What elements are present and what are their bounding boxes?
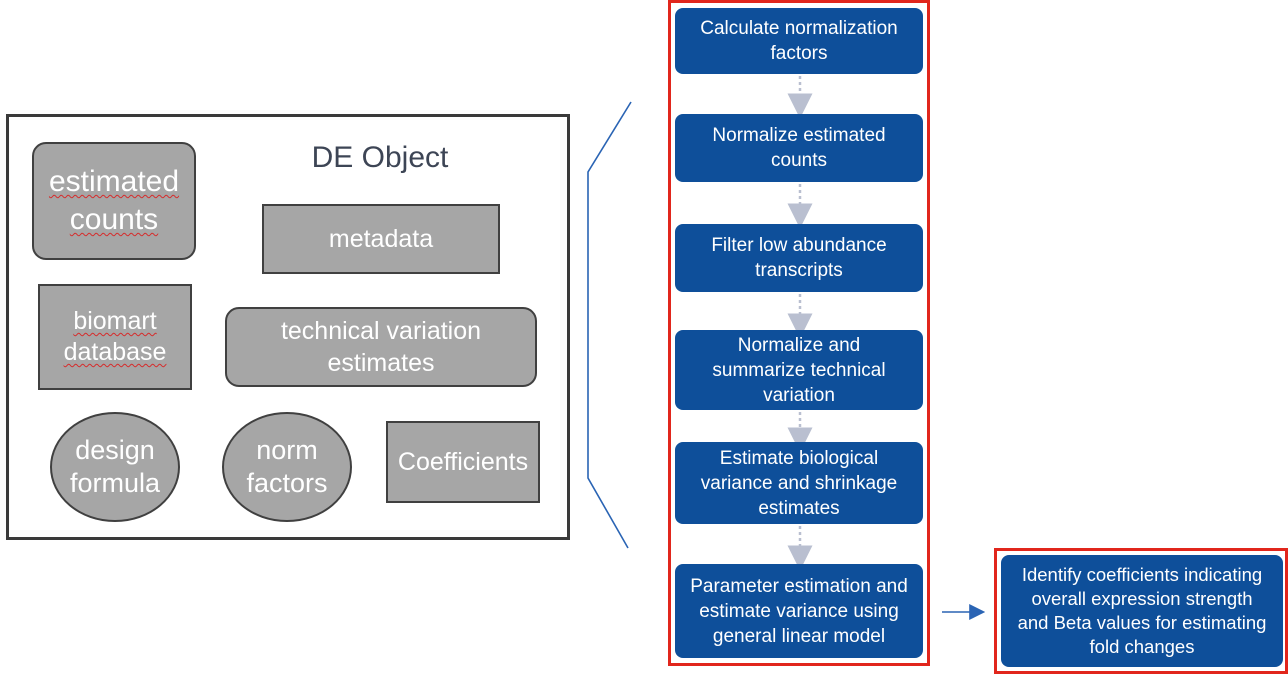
expansion-bracket <box>587 101 632 549</box>
design-formula-label: design formula <box>69 435 161 498</box>
metadata-box: metadata <box>262 204 500 274</box>
step-label: Parameter estimation and estimate varian… <box>690 575 908 647</box>
norm-factors-label: norm factors <box>246 435 328 498</box>
step-filter-low-abundance-transcripts: Filter low abundance transcripts <box>675 224 923 292</box>
estimated-counts-label: estimated counts <box>48 165 180 236</box>
de-object-title: DE Object <box>311 141 449 174</box>
result-identify-coefficients: Identify coefficients indicating overall… <box>1001 555 1283 667</box>
coefficients-label: Coefficients <box>397 447 529 476</box>
workflow-highlight-frame <box>668 0 930 666</box>
technical-variation-estimates-label: technical variation estimates <box>280 317 482 377</box>
step-parameter-estimation: Parameter estimation and estimate varian… <box>675 564 923 658</box>
metadata-label: metadata <box>328 224 434 253</box>
step-estimate-biological-variance: Estimate biological variance and shrinka… <box>675 442 923 524</box>
coefficients-box: Coefficients <box>386 421 540 503</box>
result-label: Identify coefficients indicating overall… <box>1017 564 1267 657</box>
biomart-database-box: biomart database <box>38 284 192 390</box>
estimated-counts-box: estimated counts <box>32 142 196 260</box>
biomart-database-label: biomart database <box>63 307 167 366</box>
step-label: Estimate biological variance and shrinka… <box>700 447 898 519</box>
step-normalize-estimated-counts: Normalize estimated counts <box>675 114 923 182</box>
step-normalize-summarize-technical-variation: Normalize and summarize technical variat… <box>675 330 923 410</box>
step-label: Normalize estimated counts <box>712 125 886 171</box>
design-formula-circle: design formula <box>50 412 180 522</box>
norm-factors-circle: norm factors <box>222 412 352 522</box>
step-label: Filter low abundance transcripts <box>711 235 887 281</box>
result-highlight-frame <box>994 548 1288 674</box>
step-label: Calculate normalization factors <box>700 18 898 64</box>
step-calculate-normalization-factors: Calculate normalization factors <box>675 8 923 74</box>
step-label: Normalize and summarize technical variat… <box>712 334 886 406</box>
technical-variation-estimates-box: technical variation estimates <box>225 307 537 387</box>
